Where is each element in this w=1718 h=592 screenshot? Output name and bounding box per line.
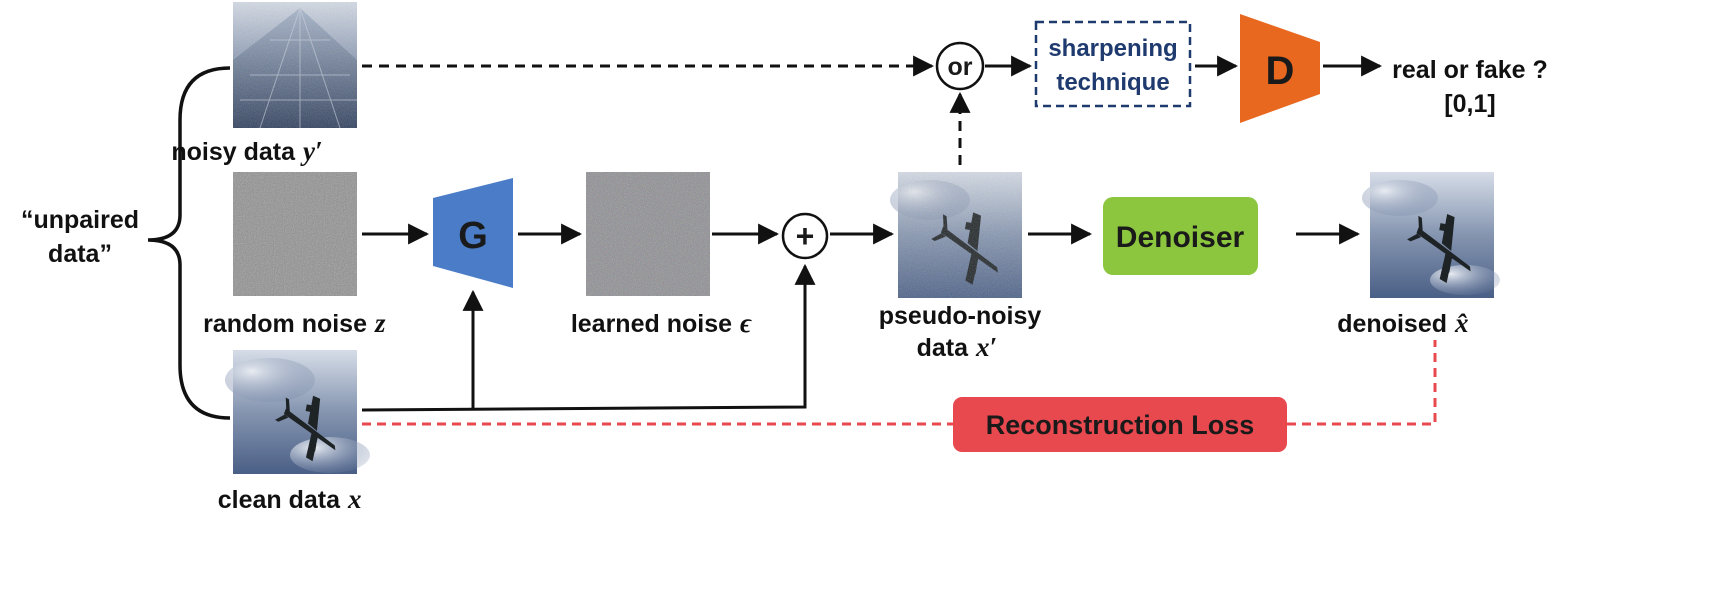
plus-node <box>781 212 829 260</box>
unpaired-brace <box>147 66 231 420</box>
noisy-data-var: y′ <box>300 136 323 166</box>
learned-noise-var: ϵ <box>740 308 752 338</box>
plus-symbol: + <box>796 218 815 254</box>
unpaired-label-line1: “unpaired <box>21 206 139 234</box>
random-noise-var: z <box>374 308 386 338</box>
learned-noise-label: learned noise <box>571 310 732 338</box>
pseudo-noisy-image <box>890 172 1022 298</box>
denoised-var: x̂ <box>1454 308 1469 338</box>
reconstruction-loss-block <box>953 397 1287 452</box>
discriminator-block <box>1240 14 1320 123</box>
line-clean-to-plus <box>361 263 816 412</box>
pseudo-noisy-label-line2: data <box>917 334 970 362</box>
random-noise-label: random noise <box>203 310 367 338</box>
or-label: or <box>948 53 973 81</box>
or-node <box>935 41 985 91</box>
denoiser-label: Denoiser <box>1116 221 1245 254</box>
reconstruction-loss-label: Reconstruction Loss <box>986 410 1255 440</box>
pseudo-noisy-label-line1: pseudo-noisy <box>879 302 1042 330</box>
pseudo-noisy-var: x′ <box>975 332 997 362</box>
learned-noise-image <box>586 172 710 296</box>
clean-data-image <box>225 350 370 474</box>
sharpening-label-line2: technique <box>1056 69 1169 96</box>
real-or-fake-label: real or fake ? <box>1392 56 1548 84</box>
denoised-label: denoised <box>1337 310 1447 338</box>
output-range-label: [0,1] <box>1444 90 1495 118</box>
generator-block <box>433 178 513 288</box>
loss-line-denoised <box>1287 340 1437 426</box>
clean-data-label: clean data <box>218 486 341 514</box>
noisy-data-label: noisy data <box>171 138 296 166</box>
random-noise-image <box>233 172 357 296</box>
sharpening-label-line1: sharpening <box>1048 35 1177 62</box>
sharpening-technique-box <box>1034 20 1192 108</box>
generator-label: G <box>458 215 488 257</box>
discriminator-label: D <box>1266 49 1295 93</box>
clean-data-var: x <box>347 484 362 514</box>
denoiser-block <box>1103 197 1258 275</box>
noisy-data-image <box>233 2 357 129</box>
denoised-image <box>1362 172 1500 298</box>
unpaired-label-line2: data” <box>48 240 112 268</box>
